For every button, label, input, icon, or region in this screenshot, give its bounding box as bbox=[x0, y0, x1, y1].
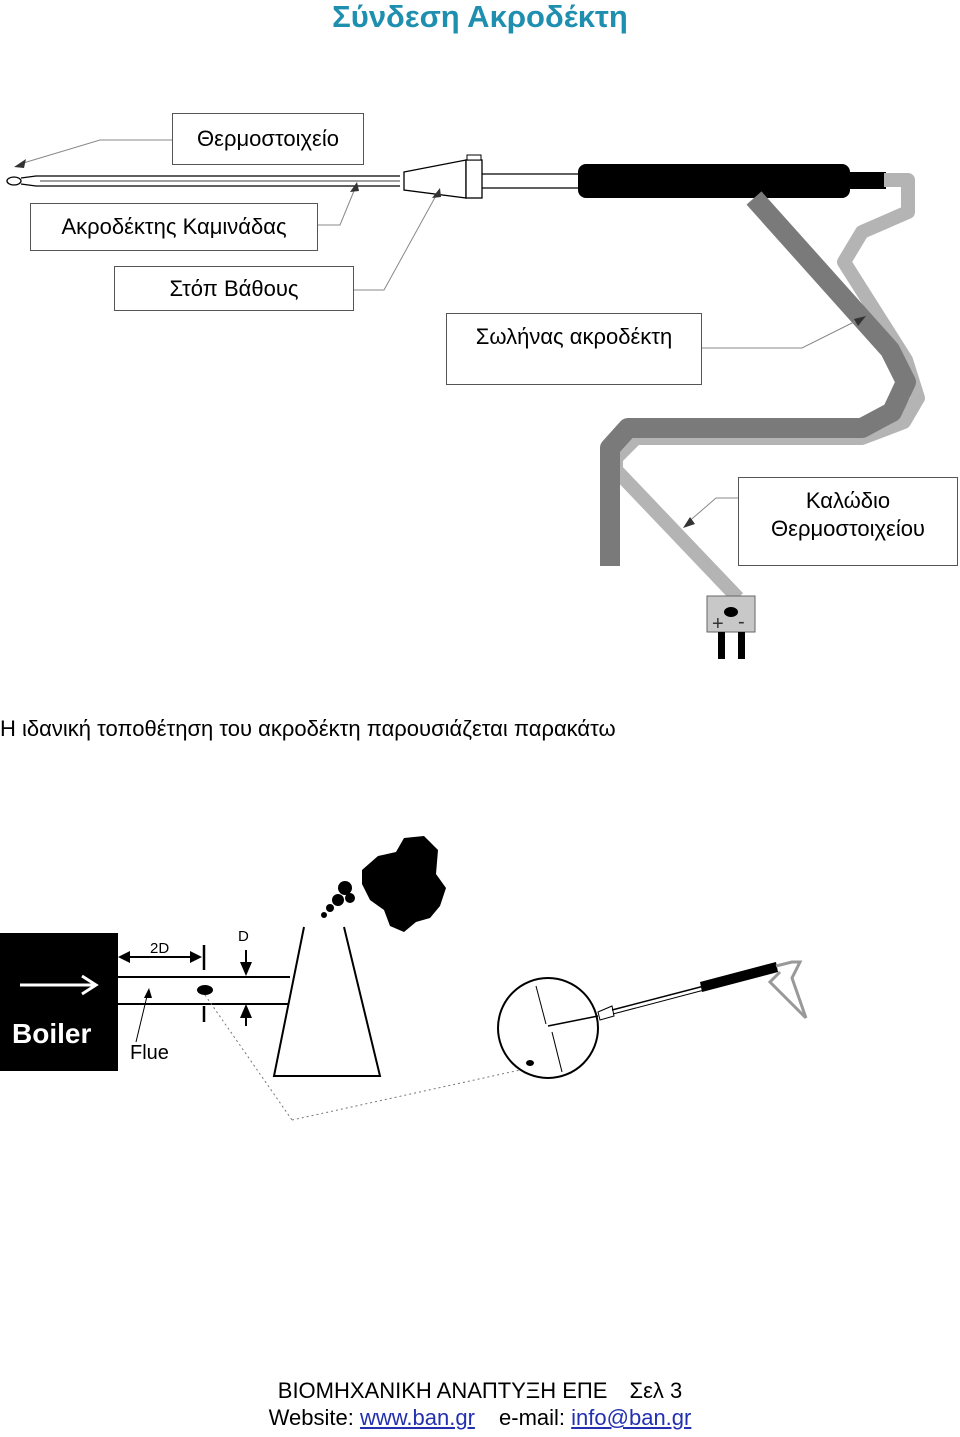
label-probe-hose-text: Σωλήνας ακροδέκτη bbox=[475, 324, 673, 349]
dim-d-label: D bbox=[238, 928, 249, 945]
callout-arrowheads bbox=[14, 159, 866, 528]
probe-hose bbox=[600, 191, 916, 566]
probe-tip bbox=[6, 175, 400, 187]
label-depth-stop-text: Στόπ Βάθους bbox=[169, 275, 299, 301]
detail-probe bbox=[547, 960, 808, 1027]
label-thermocouple-text: Θερμοστοιχείο bbox=[197, 126, 339, 151]
boiler-block bbox=[0, 933, 118, 1071]
label-tc-cable: Καλώδιο Θερμοστοιχείου bbox=[738, 477, 958, 566]
dim-2d-label: 2D bbox=[150, 940, 170, 957]
callout-leaders bbox=[19, 139, 863, 525]
depth-stop bbox=[403, 154, 483, 199]
footer-website-label: Website: bbox=[268, 1405, 354, 1430]
detail-leader bbox=[204, 994, 521, 1121]
connector-minus: - bbox=[738, 611, 745, 633]
footer-email-label: e-mail: bbox=[499, 1405, 566, 1430]
dim-d-arrow bbox=[240, 950, 252, 1026]
footer-page: Σελ 3 bbox=[629, 1378, 683, 1403]
tc-connector bbox=[706, 595, 756, 659]
label-flue-probe: Ακροδέκτης Καμινάδας bbox=[30, 203, 318, 251]
connector-plus: + bbox=[712, 613, 724, 635]
footer-company-line: ΒΙΟΜΗΧΑΝΙΚΗ ΑΝΑΠΤΥΞΗ ΕΠΕ Σελ 3 bbox=[0, 1378, 960, 1404]
smoke-plume bbox=[321, 836, 446, 932]
footer-email-link[interactable]: info@ban.gr bbox=[571, 1405, 692, 1430]
probe-handle bbox=[578, 164, 850, 198]
label-tc-cable-line2: Θερμοστοιχείου bbox=[771, 516, 925, 541]
boiler-label: Boiler bbox=[12, 1018, 92, 1049]
flue-label: Flue bbox=[130, 1042, 169, 1064]
page-title: Σύνδεση Ακροδέκτη bbox=[332, 0, 628, 34]
label-probe-hose: Σωλήνας ακροδέκτη bbox=[446, 313, 702, 385]
label-thermocouple: Θερμοστοιχείο bbox=[172, 113, 364, 165]
footer-contact-line: Website: www.ban.gr e-mail: info@ban.gr bbox=[0, 1405, 960, 1431]
dim-2d-arrow bbox=[118, 945, 206, 1022]
footer-website-link[interactable]: www.ban.gr bbox=[359, 1405, 475, 1430]
stack bbox=[272, 926, 382, 1077]
footer-company: ΒΙΟΜΗΧΑΝΙΚΗ ΑΝΑΠΤΥΞΗ ΕΠΕ bbox=[277, 1378, 608, 1403]
label-depth-stop: Στόπ Βάθους bbox=[114, 266, 354, 311]
duct-cross-section bbox=[497, 977, 599, 1079]
detail-dimensions bbox=[535, 985, 563, 1073]
label-tc-cable-line1: Καλώδιο bbox=[805, 488, 891, 513]
placement-caption: Η ιδανική τοποθέτηση του ακροδέκτη παρου… bbox=[0, 716, 616, 741]
label-flue-probe-text: Ακροδέκτης Καμινάδας bbox=[61, 214, 287, 239]
